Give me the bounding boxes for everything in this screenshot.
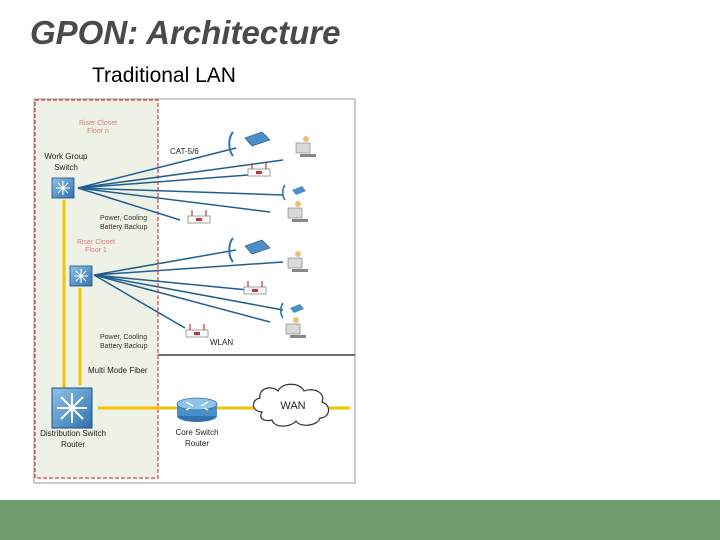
closet-floor-1-label: Riser Closet <box>77 239 115 246</box>
power-floor-1-label: Power, Cooling <box>100 334 147 341</box>
power-floor-1-sublabel: Battery Backup <box>100 343 148 350</box>
core-switch-label: Core Switch <box>175 428 218 437</box>
power-floor-n-label: Power, Cooling <box>100 215 147 222</box>
core-switch-sublabel: Router <box>185 439 209 448</box>
distribution-switch-icon <box>51 387 93 429</box>
wireless-ap-icon <box>187 210 211 224</box>
wireless-ap-icon <box>247 163 271 177</box>
ip-phone-icon <box>228 131 271 157</box>
slide-subtitle: Traditional LAN <box>92 64 236 87</box>
core-router-icon <box>176 397 218 422</box>
power-floor-n-sublabel: Battery Backup <box>100 224 148 231</box>
wireless-ap-icon <box>243 281 267 295</box>
closet-floor-1-sublabel: Floor 1 <box>85 247 107 254</box>
workgroup-switch-floor-n-icon <box>51 177 75 199</box>
ip-phone-icon <box>228 237 271 263</box>
workstation-icon <box>287 201 308 222</box>
workgroup-switch-label: Work Group <box>45 152 89 161</box>
distribution-switch-label: Distribution Switch <box>40 429 106 438</box>
ip-phone-icon <box>279 302 304 319</box>
wan-label: WAN <box>280 400 305 412</box>
distribution-switch-sublabel: Router <box>61 440 85 449</box>
closet-floor-n-label: Riser Closet <box>79 120 117 127</box>
floor-1-cabling <box>93 249 284 329</box>
floor-n-cabling <box>77 147 284 221</box>
workstation-icon <box>295 136 316 157</box>
footer-bar <box>0 500 720 540</box>
workstation-icon <box>287 251 308 272</box>
wireless-ap-icon <box>185 324 209 338</box>
closet-floor-n-sublabel: Floor n <box>87 128 109 135</box>
workgroup-switch-floor-1-icon <box>69 265 93 287</box>
cable-type-label: CAT-5/6 <box>170 147 199 156</box>
wan-cloud-icon <box>252 383 330 427</box>
workstation-icon <box>285 317 306 338</box>
workgroup-switch-sublabel: Switch <box>54 163 78 172</box>
fiber-label: Multi Mode Fiber <box>88 366 148 375</box>
wlan-label: WLAN <box>210 338 233 347</box>
ip-phone-icon <box>281 184 306 201</box>
slide-title: GPON: Architecture <box>30 14 341 51</box>
